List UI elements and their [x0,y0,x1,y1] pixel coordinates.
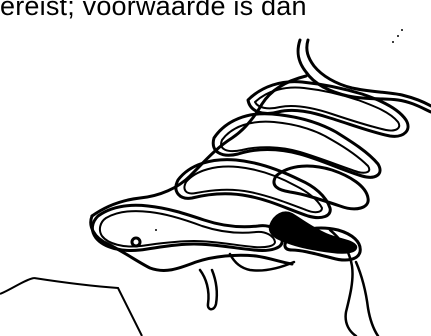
map-leader-line [0,277,143,336]
map-outer-coastline [89,38,431,272]
map-speck-marks [155,29,403,231]
map-islands [90,80,410,262]
map-highlighted-region [268,211,358,254]
body-text-fragment: ereist; voorwaarde is dan [0,0,307,21]
